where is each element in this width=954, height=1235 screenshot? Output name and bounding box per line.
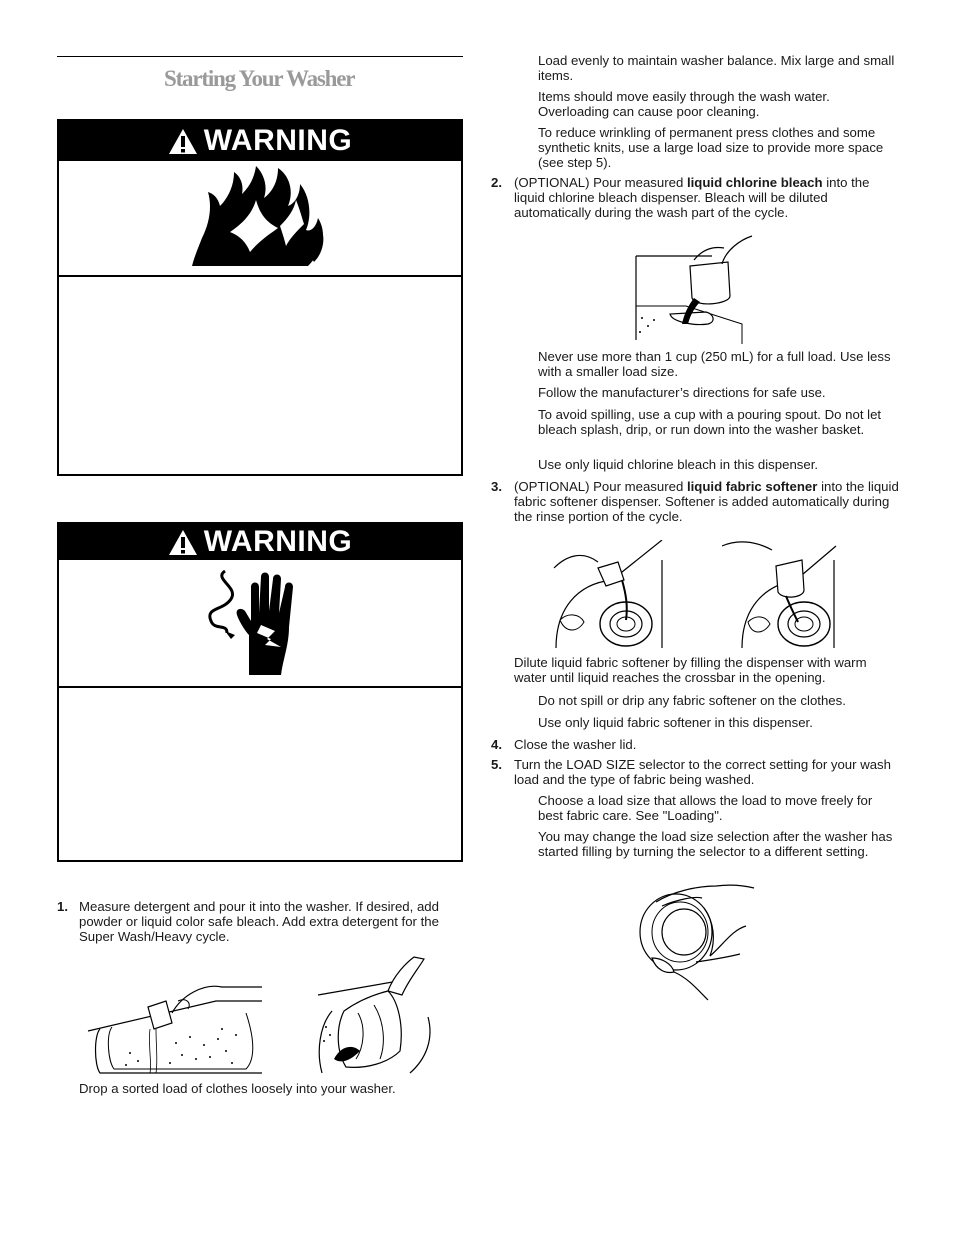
step4-number: 4. (491, 737, 502, 752)
fire-icon (192, 166, 324, 266)
softener-pour-illustration-2 (722, 541, 837, 649)
electric-shock-icon (208, 569, 293, 675)
avoid-spilling-text: To avoid spilling, use a cup with a pour… (538, 407, 882, 437)
warning-label: WARNING (203, 525, 353, 558)
header-rule (57, 56, 463, 57)
bleach-pour-illustration (635, 235, 753, 344)
never-use-text: Never use more than 1 cup (250 mL) for a… (538, 349, 891, 379)
choose-size-text: Choose a load size that allows the load … (538, 793, 873, 823)
detergent-pour-illustration (87, 985, 262, 1074)
change-size-text: You may change the load size selection a… (538, 829, 893, 859)
warning-label: WARNING (203, 124, 353, 157)
load-evenly-text: Load evenly to maintain washer balance. … (538, 53, 895, 83)
only-bleach-text: Use only liquid chlorine bleach in this … (538, 457, 819, 472)
no-spill-softener-text: Do not spill or drip any fabric softener… (538, 693, 846, 708)
warning-triangle-icon (168, 529, 197, 555)
warning-triangle-icon (168, 128, 197, 154)
load-size-knob-illustration (639, 884, 755, 1001)
fire-pictogram (59, 161, 461, 277)
items-move-text: Items should move easily through the was… (538, 89, 830, 119)
only-softener-text: Use only liquid fabric softener in this … (538, 715, 813, 730)
page-title: Starting Your Washer (164, 66, 355, 91)
follow-manufacturer-text: Follow the manufacturer’s directions for… (538, 385, 826, 400)
step5-number: 5. (491, 757, 502, 772)
step2-number: 2. (491, 175, 502, 190)
shock-pictogram (59, 560, 461, 688)
fire-warning-box: WARNING (57, 119, 463, 476)
shock-warning-box: WARNING (57, 522, 463, 862)
step2-text: (OPTIONAL) Pour measured liquid chlorine… (514, 175, 870, 220)
dilute-softener-text: Dilute liquid fabric softener by filling… (514, 655, 867, 685)
step4-text: Close the washer lid. (514, 737, 637, 752)
drop-load-text: Drop a sorted load of clothes loosely in… (79, 1081, 396, 1096)
step3-number: 3. (491, 479, 502, 494)
step1-text: Measure detergent and pour it into the w… (79, 899, 439, 944)
warning-banner: WARNING (59, 121, 461, 161)
reduce-wrinkling-text: To reduce wrinkling of permanent press c… (538, 125, 884, 170)
step1-number: 1. (57, 899, 68, 914)
step3-text: (OPTIONAL) Pour measured liquid fabric s… (514, 479, 899, 524)
warning-banner: WARNING (59, 524, 461, 560)
step5-text: Turn the LOAD SIZE selector to the corre… (514, 757, 891, 787)
load-clothes-illustration (317, 956, 431, 1074)
softener-pour-illustration-1 (553, 540, 663, 649)
